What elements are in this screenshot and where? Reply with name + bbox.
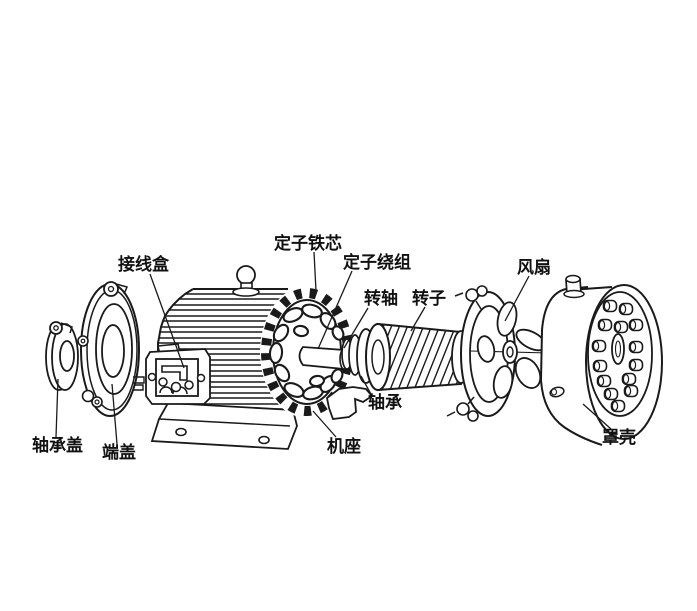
label-bearing-cover: 轴承盖 <box>32 435 83 455</box>
leader-stator-core <box>313 251 317 292</box>
label-fan: 风扇 <box>517 257 551 277</box>
label-bearing: 轴承 <box>368 392 402 412</box>
label-stator-core: 定子铁芯 <box>274 233 342 253</box>
leader-rotor <box>410 306 426 332</box>
label-shaft: 转轴 <box>364 288 398 308</box>
leader-stator-winding <box>317 270 353 350</box>
motor-frame-part <box>157 265 300 416</box>
label-junction-box: 接线盒 <box>118 254 170 274</box>
leader-frame <box>312 410 337 438</box>
leader-bearing-cover <box>55 378 59 438</box>
leader-end-cover <box>111 383 118 445</box>
labels: 接线盒 定子铁芯 定子绕组 转轴 转子 风扇 轴承 机座 轴承盖 端盖 罩壳 <box>32 233 636 462</box>
bearing-cover-part <box>45 321 79 391</box>
stator-winding-part <box>268 303 345 401</box>
label-end-cover: 端盖 <box>102 442 136 462</box>
leader-fan-cover <box>582 403 612 430</box>
leader-junction-box <box>149 273 185 369</box>
leader-lines <box>55 251 612 445</box>
label-rotor: 转子 <box>412 288 446 308</box>
louver-hole-depth <box>592 301 637 412</box>
eye-bolt-part <box>232 265 260 297</box>
leader-bearing <box>360 375 373 397</box>
label-fan-cover: 罩壳 <box>602 427 636 447</box>
fan-part <box>469 301 550 399</box>
rear-foot-part <box>326 386 374 420</box>
base-foot-part <box>150 402 298 450</box>
leader-shaft <box>343 307 369 349</box>
junction-box-part <box>145 343 211 405</box>
fan-cover-part <box>539 274 663 448</box>
end-cover-part <box>77 281 145 417</box>
shaft-part <box>298 346 349 370</box>
label-stator-winding: 定子绕组 <box>343 252 411 272</box>
label-frame: 机座 <box>327 436 361 456</box>
leader-fan <box>504 275 530 322</box>
